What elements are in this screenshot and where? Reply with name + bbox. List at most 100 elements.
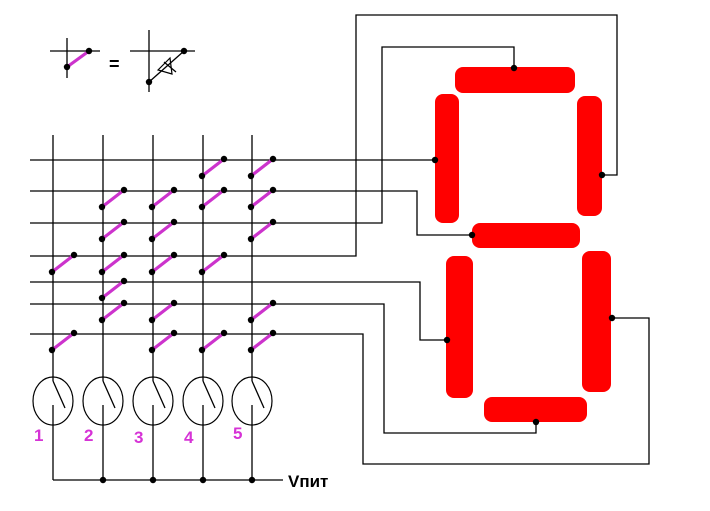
diode-node (70, 329, 78, 337)
diode-matrix: 1 2 3 4 5 (30, 135, 300, 484)
diode-node (48, 346, 56, 354)
legend-dot (63, 63, 71, 71)
diode-node (98, 294, 106, 302)
switch-contact (251, 380, 265, 409)
diode-node (170, 218, 178, 226)
switch-contact (202, 380, 216, 409)
button-label-5: 5 (233, 424, 242, 443)
segment-c (582, 251, 611, 392)
diode-node (120, 277, 128, 285)
diode-node (247, 172, 255, 180)
legend-dot (145, 78, 153, 86)
segment-a-terminal (510, 64, 518, 72)
segment-g-terminal (468, 231, 476, 239)
diode-node (220, 155, 228, 163)
wire-row-g (300, 190, 472, 236)
diode-node (170, 251, 178, 259)
diode-node (148, 203, 156, 211)
diode-node (269, 186, 277, 194)
switch-contact (102, 380, 116, 409)
diode-node (120, 218, 128, 226)
equals-sign: = (109, 54, 120, 74)
wire-row-b (300, 14, 618, 257)
segment-d (484, 397, 587, 422)
diode-node (170, 186, 178, 194)
legend-dot (180, 47, 188, 55)
segment-a (455, 67, 575, 93)
segment-f-terminal (431, 156, 439, 164)
segment-g (472, 223, 580, 248)
diode-link-4-f (200, 157, 226, 178)
diode-node (148, 268, 156, 276)
diode-node (98, 268, 106, 276)
diode-node (170, 329, 178, 337)
diode-node (269, 218, 277, 226)
diode-node (220, 329, 228, 337)
segment-b-terminal (598, 171, 606, 179)
power-label: Vпит (288, 472, 328, 491)
diode-node (148, 235, 156, 243)
diode-link-5-a (249, 220, 275, 241)
diode-node (269, 155, 277, 163)
button-label-4: 4 (184, 428, 194, 447)
diode-node (247, 235, 255, 243)
diode-link-2-b (100, 253, 126, 274)
diode-node (247, 316, 255, 324)
diode-link-3-b (150, 253, 176, 274)
diode-node (98, 316, 106, 324)
diode-node (269, 299, 277, 307)
diode-link-1-b (50, 253, 76, 274)
diode-link-2-a (100, 220, 126, 241)
diode-node (269, 329, 277, 337)
button-label-1: 1 (34, 426, 43, 445)
diode-node (120, 299, 128, 307)
wire-row-e (300, 281, 447, 341)
diode-link-4-g (200, 188, 226, 209)
legend-dot (85, 47, 93, 55)
diode-link-4-b (200, 253, 226, 274)
diode-link-5-g (249, 188, 275, 209)
diode-node (198, 346, 206, 354)
diode-node (148, 316, 156, 324)
legend-diode-lead (148, 50, 185, 83)
wire-row-d (300, 303, 537, 434)
diode-bar (163, 61, 177, 73)
diode-link-1-c (50, 331, 76, 352)
segment-d-terminal (532, 418, 540, 426)
diode-icon (156, 56, 173, 75)
button-label-3: 3 (134, 428, 143, 447)
diode-link-3-g (150, 188, 176, 209)
seven-segment-display (431, 64, 616, 426)
diode-link-2-g (100, 188, 126, 209)
switch-contact (52, 380, 66, 409)
diode-link-3-a (150, 220, 176, 241)
segment-wiring (300, 14, 650, 465)
diode-node (70, 251, 78, 259)
legend-diode-link (65, 49, 91, 69)
diode-node (148, 346, 156, 354)
button-label-2: 2 (84, 426, 93, 445)
diode-link-5-d (249, 301, 275, 322)
diode-link-2-e (100, 279, 126, 300)
diode-link-5-f (249, 157, 275, 178)
diode-node (198, 268, 206, 276)
diode-node (198, 172, 206, 180)
segment-e (446, 256, 473, 398)
diode-node (98, 203, 106, 211)
wire-row-c (300, 317, 650, 465)
diode-link-4-c (200, 331, 226, 352)
diode-link-2-d (100, 301, 126, 322)
wire-row-a (300, 46, 515, 224)
segment-e-terminal (443, 336, 451, 344)
diode-node (220, 186, 228, 194)
diode-node (198, 203, 206, 211)
diode-link-3-c (150, 331, 176, 352)
power-bus: Vпит (53, 472, 328, 491)
diode-node (48, 268, 56, 276)
diode-node (120, 251, 128, 259)
diode-node (120, 186, 128, 194)
diode-node (220, 251, 228, 259)
segment-c-terminal (608, 314, 616, 322)
diode-link-3-d (150, 301, 176, 322)
